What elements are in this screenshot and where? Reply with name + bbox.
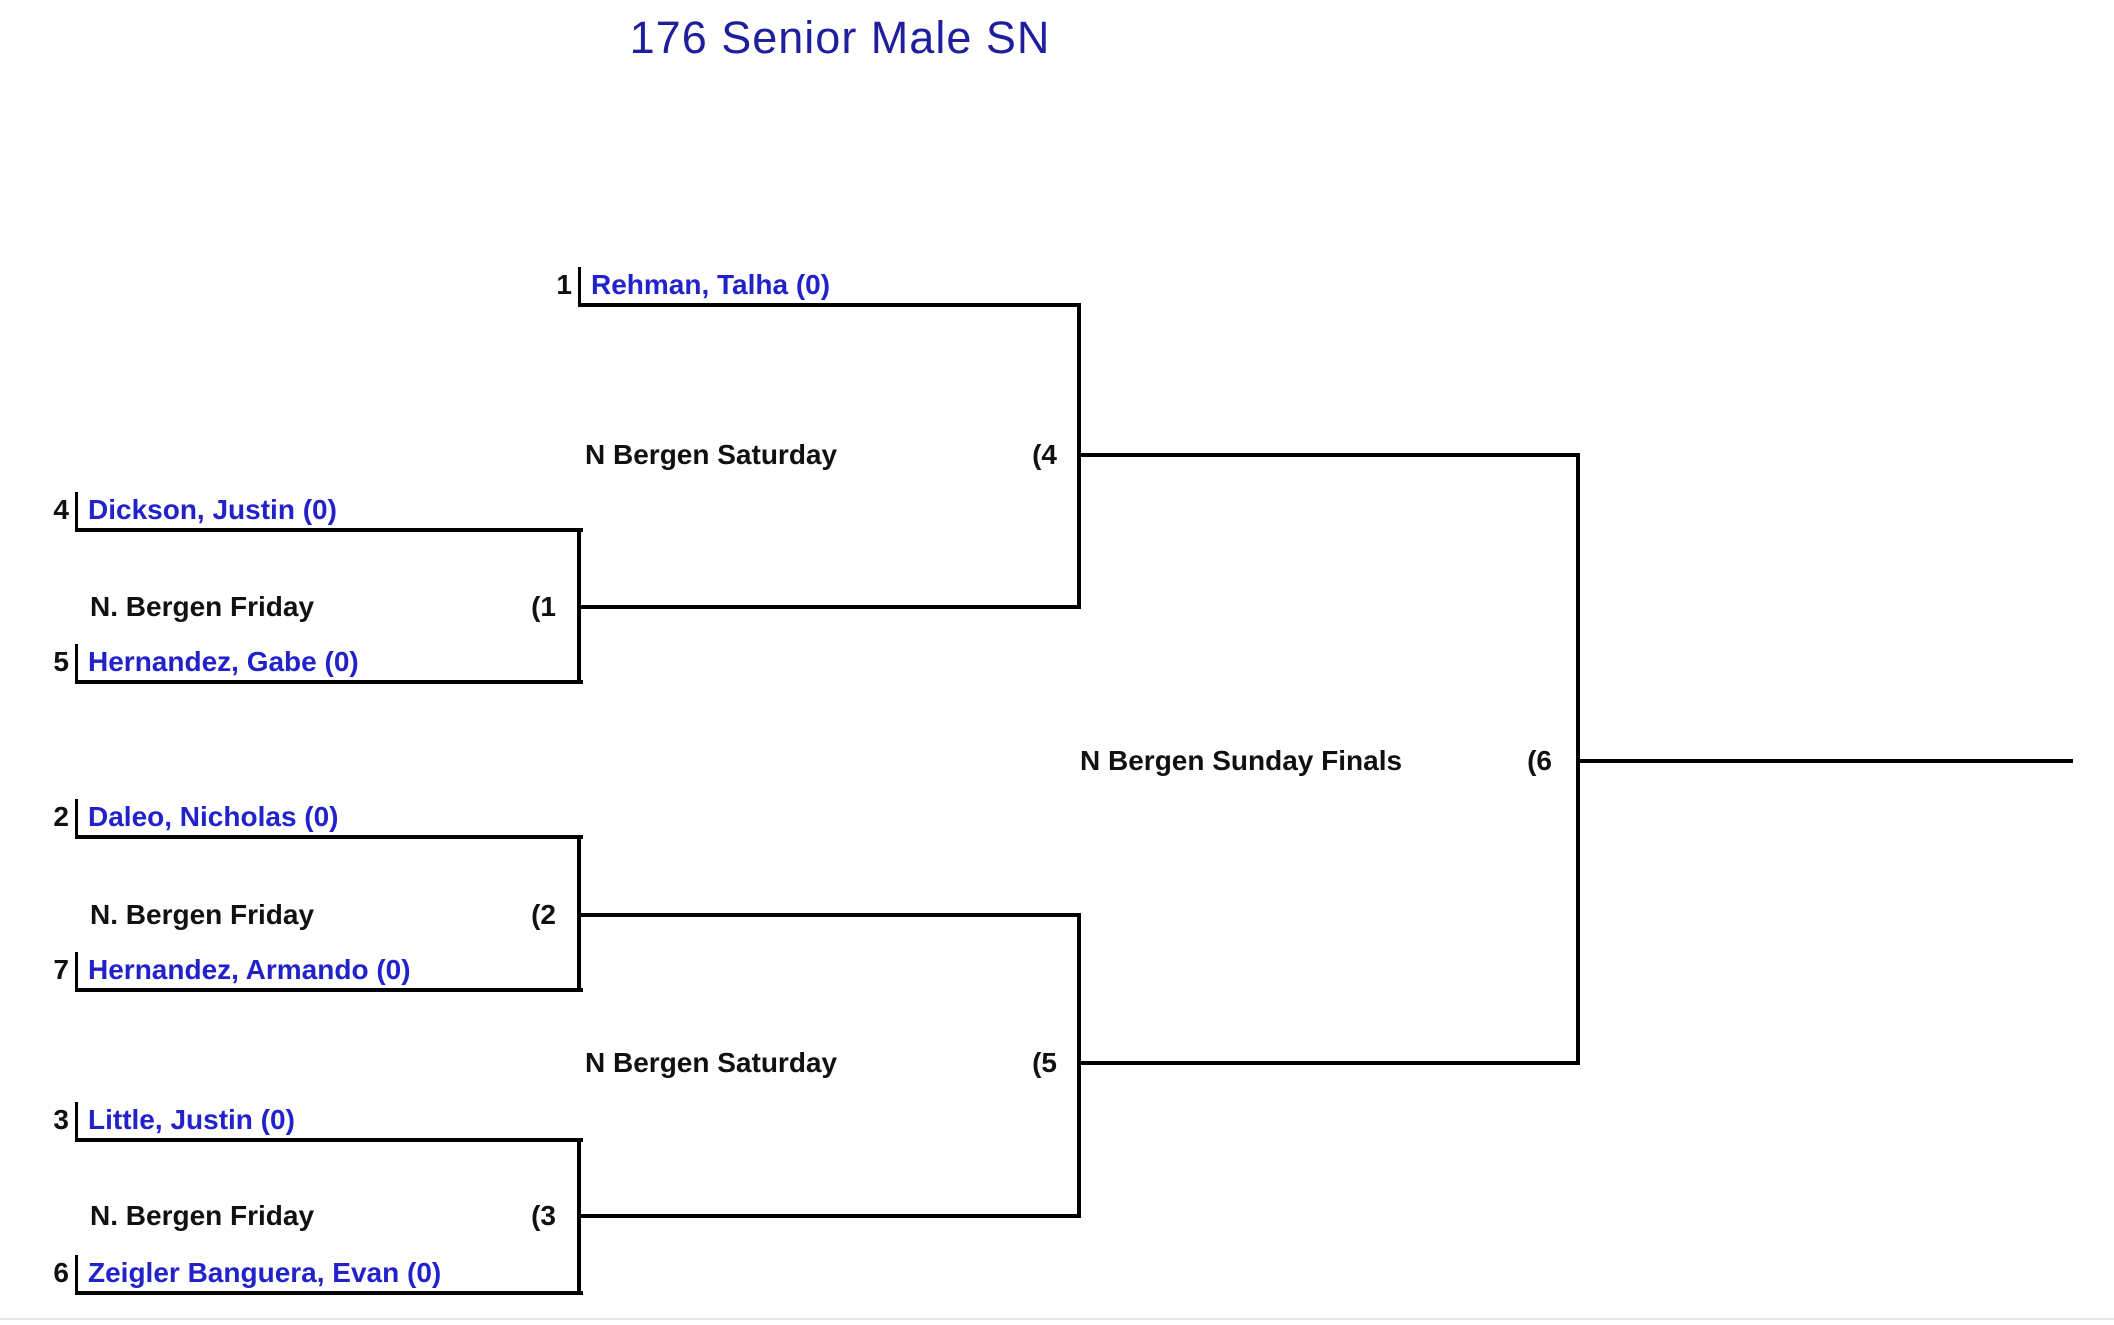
match-location: N Bergen Sunday Finals [1080,745,1403,776]
player-name[interactable]: Little, Justin (0) [88,1104,295,1135]
match-number: (4 [1032,439,1057,470]
bracket-line-match1-output [580,605,1081,609]
bracket-line-match5-output [1081,1061,1580,1065]
player-entry: Zeigler Banguera, Evan (0) [75,1255,583,1295]
player-seed: 5 [53,646,69,677]
player-entry: Little, Justin (0) [75,1102,583,1142]
bracket-line-match4-output [1081,453,1580,457]
player-entry: Dickson, Justin (0) [75,492,583,532]
match-label-row: N. Bergen Friday (2 [90,897,556,933]
match-label-row: N Bergen Saturday (4 [585,437,1057,473]
player-name[interactable]: Hernandez, Gabe (0) [88,646,359,677]
player-name[interactable]: Dickson, Justin (0) [88,494,337,525]
bracket-line-final-vertical [1576,453,1580,1065]
player-seed: 7 [53,954,69,985]
bracket-line-match5-vertical [1077,913,1081,1218]
match-label-row: N. Bergen Friday (3 [90,1198,556,1234]
bracket-line-match2-output [580,913,1081,917]
player-name[interactable]: Daleo, Nicholas (0) [88,801,339,832]
match-label-row: N Bergen Sunday Finals (6 [1080,743,1552,779]
player-name[interactable]: Hernandez, Armando (0) [88,954,411,985]
match-label-row: N Bergen Saturday (5 [585,1045,1057,1081]
bracket-line-match3-output [580,1214,1081,1218]
player-entry: Daleo, Nicholas (0) [75,799,583,839]
player-seed: 3 [53,1104,69,1135]
player-name[interactable]: Rehman, Talha (0) [591,269,831,300]
bracket-line-match3-vertical [577,1138,581,1295]
match-location: N Bergen Saturday [585,1047,838,1078]
bracket-title: 176 Senior Male SN [629,12,1051,63]
player-seed: 4 [53,494,69,525]
player-entry: Hernandez, Gabe (0) [75,644,583,684]
player-entry: Hernandez, Armando (0) [75,952,583,992]
bracket-line-match4-vertical [1077,303,1081,609]
match-label-row: N. Bergen Friday (1 [90,589,556,625]
match-number: (5 [1032,1047,1057,1078]
page-bottom-divider [0,1318,2114,1320]
match-location: N. Bergen Friday [90,591,315,622]
match-location: N. Bergen Friday [90,899,315,930]
match-number: (1 [531,591,556,622]
player-entry: Rehman, Talha (0) [578,267,1081,307]
bracket-line-match2-vertical [577,835,581,992]
match-number: (2 [531,899,556,930]
player-seed: 6 [53,1257,69,1288]
match-number: (3 [531,1200,556,1231]
bracket-line-champion [1580,759,2073,763]
match-location: N. Bergen Friday [90,1200,315,1231]
match-number: (6 [1527,745,1552,776]
match-location: N Bergen Saturday [585,439,838,470]
player-name[interactable]: Zeigler Banguera, Evan (0) [88,1257,442,1288]
player-seed: 1 [556,269,572,300]
player-seed: 2 [53,801,69,832]
bracket-line-match1-vertical [577,528,581,684]
